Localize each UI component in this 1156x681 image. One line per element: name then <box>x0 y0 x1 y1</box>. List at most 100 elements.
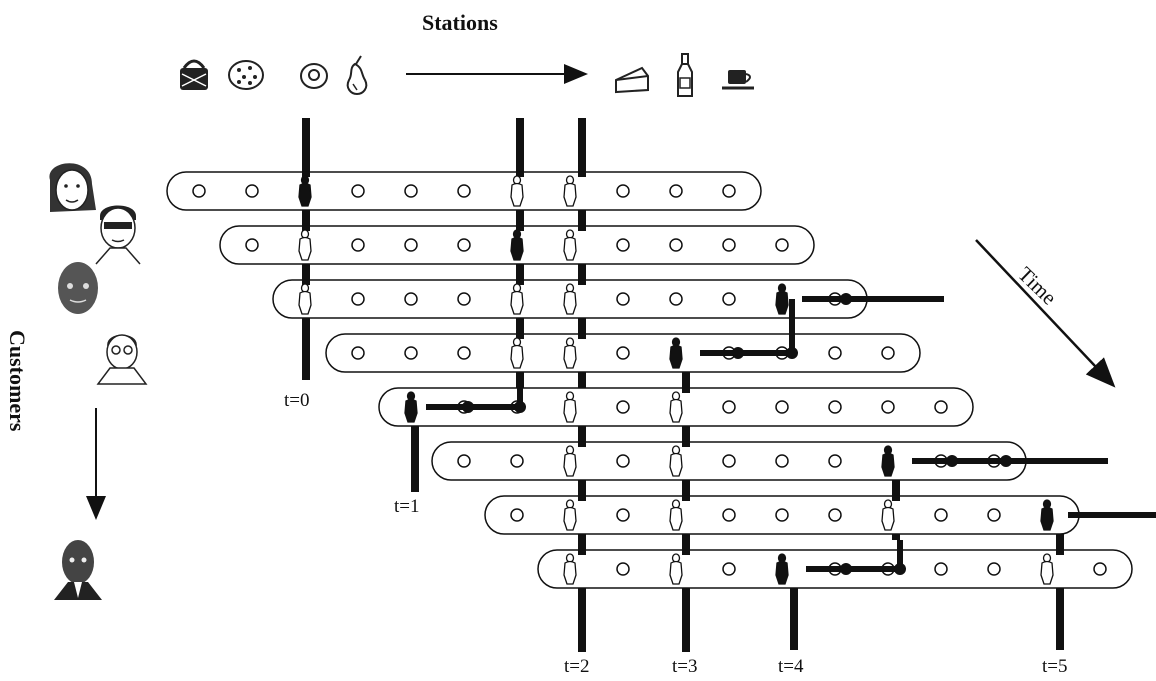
person-figure <box>670 508 682 531</box>
person-head <box>1044 500 1051 508</box>
station-slot <box>723 239 735 251</box>
woman-face-icon <box>49 163 96 212</box>
person-head <box>673 338 680 346</box>
person-head <box>408 392 415 400</box>
time-bar-segment <box>578 550 586 555</box>
dotted-face-icon <box>58 262 98 314</box>
person-head <box>1044 554 1051 562</box>
person-head <box>673 554 680 562</box>
station-slot <box>458 239 470 251</box>
person-head <box>779 554 786 562</box>
transfer-dot <box>1000 455 1012 467</box>
transfer-dot <box>840 563 852 575</box>
coffee-cup-icon <box>722 70 754 88</box>
station-slot <box>617 347 629 359</box>
transfer-dot <box>840 293 852 305</box>
person-head <box>567 392 574 400</box>
person-head <box>567 176 574 184</box>
station-slot <box>352 185 364 197</box>
person-head <box>567 284 574 292</box>
station-slot <box>723 185 735 197</box>
station-slot <box>829 509 841 521</box>
person-head <box>885 446 892 454</box>
person-figure <box>564 346 576 369</box>
cookie-icon <box>229 61 263 89</box>
station-slot <box>617 455 629 467</box>
person-figure <box>564 508 576 531</box>
transfer-dot <box>514 401 526 413</box>
person-figure <box>564 292 576 315</box>
person-head <box>567 500 574 508</box>
station-slot <box>352 347 364 359</box>
person-figure <box>511 238 523 261</box>
transfer-dot <box>786 347 798 359</box>
time-bar-segment <box>682 388 690 393</box>
person-head <box>567 554 574 562</box>
person-head <box>302 230 309 238</box>
transfer-dot <box>462 401 474 413</box>
station-slot <box>723 509 735 521</box>
time-bar <box>790 580 798 650</box>
station-slot <box>776 509 788 521</box>
time-bar-segment <box>892 496 900 501</box>
time-bar-segment <box>1056 550 1064 555</box>
person-figure <box>776 562 788 585</box>
person-head <box>302 284 309 292</box>
person-figure <box>564 400 576 423</box>
person-head <box>514 338 521 346</box>
station-slot <box>829 455 841 467</box>
person-figure <box>670 454 682 477</box>
station-slot <box>405 185 417 197</box>
station-slot <box>617 293 629 305</box>
station-slot <box>458 185 470 197</box>
person-figure <box>405 400 417 423</box>
person-figure <box>776 292 788 315</box>
time-bar-segment <box>578 334 586 339</box>
person-head <box>885 500 892 508</box>
station-slot <box>670 293 682 305</box>
time-bar-segment <box>302 334 310 339</box>
station-slot <box>776 401 788 413</box>
station-slot <box>723 293 735 305</box>
bottle-icon <box>678 54 692 96</box>
time-bar-segment <box>578 280 586 285</box>
person-figure <box>1041 562 1053 585</box>
station-slot <box>723 455 735 467</box>
person-figure <box>1041 508 1053 531</box>
person-figure <box>511 292 523 315</box>
time-bar-segment <box>682 442 690 447</box>
transfer-dot <box>946 455 958 467</box>
station-slot <box>776 239 788 251</box>
station-slot <box>405 293 417 305</box>
station-slot <box>723 563 735 575</box>
person-figure <box>670 400 682 423</box>
station-slot <box>352 239 364 251</box>
time-arrow <box>976 240 1112 384</box>
person-head <box>673 392 680 400</box>
person-head <box>567 230 574 238</box>
man-sunglasses-face-icon <box>96 206 140 265</box>
time-bar-segment <box>578 442 586 447</box>
station-slot <box>617 185 629 197</box>
station-slot <box>617 509 629 521</box>
station-slot <box>617 563 629 575</box>
time-bar-segment <box>411 442 419 447</box>
time-bar-segment <box>578 226 586 231</box>
station-slot <box>193 185 205 197</box>
station-slot <box>246 185 258 197</box>
glasses-face-icon <box>98 335 146 384</box>
person-head <box>567 446 574 454</box>
person-head <box>514 230 521 238</box>
person-head <box>779 284 786 292</box>
person-figure <box>882 508 894 531</box>
person-figure <box>511 346 523 369</box>
station-slot <box>882 347 894 359</box>
station-slot <box>352 293 364 305</box>
person-figure <box>670 562 682 585</box>
station-slot <box>829 347 841 359</box>
person-figure <box>564 562 576 585</box>
station-slot <box>405 347 417 359</box>
person-head <box>673 446 680 454</box>
station-slot <box>511 509 523 521</box>
